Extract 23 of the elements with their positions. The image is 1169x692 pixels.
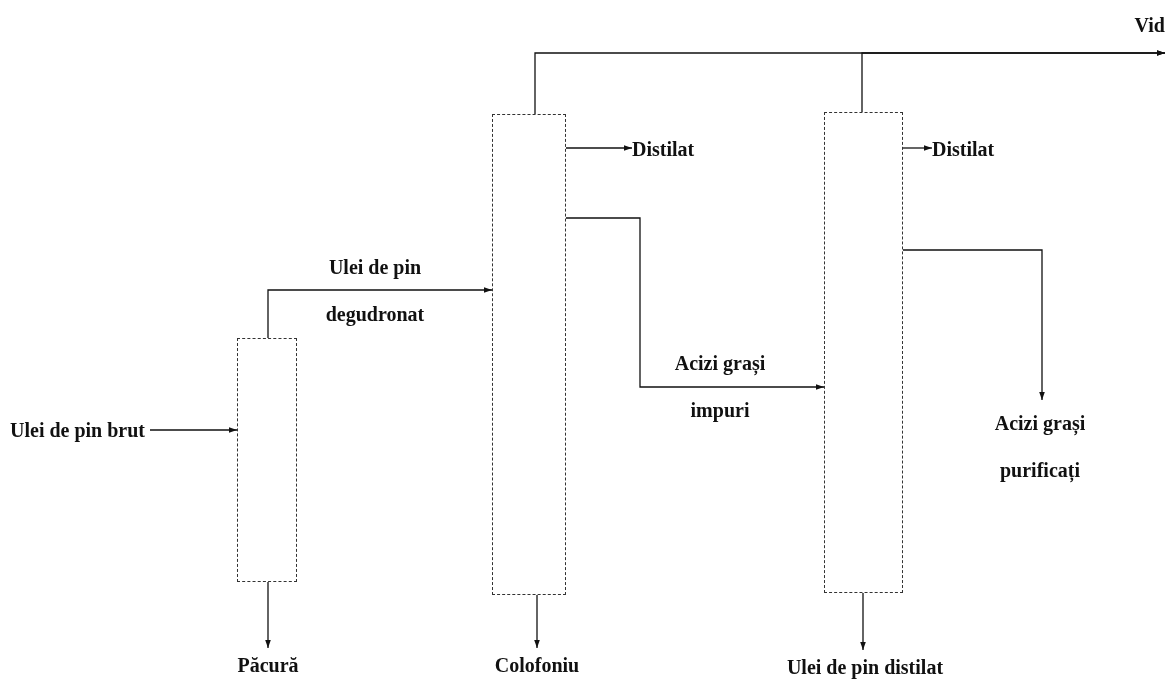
flow-arrow (565, 145, 633, 151)
edge-label: Ulei de pin degudronat (324, 255, 426, 328)
distillation-column (492, 114, 566, 595)
flow-arrow (265, 581, 271, 649)
flow-arrow (149, 427, 238, 433)
stream-label: Colofoniu (480, 648, 594, 682)
stream-label: Ulei de pin brut (10, 407, 150, 501)
edge-label: Acizi grași impuri (673, 351, 767, 424)
flow-arrow (534, 594, 540, 649)
flow-arrow (267, 287, 493, 339)
stream-label: Distilat (632, 134, 722, 164)
flow-arrow (902, 249, 1045, 401)
distillation-column (237, 338, 297, 582)
flow-arrow (860, 592, 866, 651)
stream-label: Vid (1110, 10, 1165, 53)
flow-arrow (565, 217, 825, 390)
stream-label: Păcură (218, 648, 318, 682)
stream-label: Ulei de pin distilat (740, 650, 990, 684)
stream-label: Acizi grași purificați (965, 400, 1115, 494)
distillation-column (824, 112, 903, 593)
flow-arrow (861, 50, 1166, 113)
stream-label: Distilat (932, 134, 1022, 164)
flow-arrow (902, 145, 933, 151)
